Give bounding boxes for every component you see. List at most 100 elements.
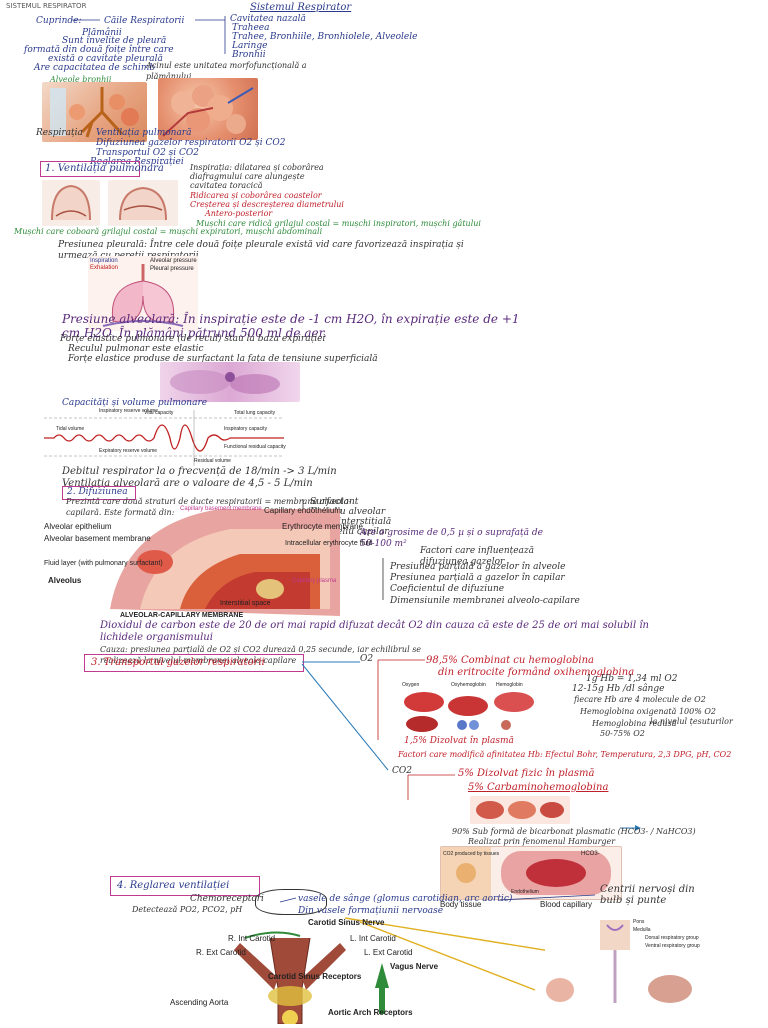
bronhii: Bronhii [232, 50, 266, 60]
ventilation-title: 1. Ventilația pulmonară [45, 163, 164, 174]
rbc-icon [404, 692, 534, 732]
muschi-insp: Mușchi care ridică grilajul costal = muș… [196, 219, 481, 228]
mem-interstitial: Interstitial space [220, 600, 271, 607]
aortic-arch-receptors: Aortic Arch Receptors [328, 1008, 413, 1017]
co2-line-3: Realizat prin fenomenul Hamburger [468, 837, 616, 846]
brainstem-icon [546, 920, 692, 1003]
lung-pressure-icon [102, 264, 184, 327]
bronchi-image [42, 82, 147, 142]
l-int-carotid: L. Int Carotid [350, 934, 396, 943]
alveolar-capillary-diagram: Alveolar epithelium Alveolar basement me… [44, 504, 373, 616]
carotid-diagram: Carotid Sinus Nerve R. Int Carotid L. In… [150, 918, 438, 1026]
mem-alveolus: Alveolus [48, 576, 82, 585]
resp-line-1: Ventilația pulmonară [96, 128, 192, 138]
spiro-irv: Inspiratory reserve volume [99, 408, 158, 414]
cai-respiratorii: Căile Respiratorii [104, 16, 185, 26]
chest-expiration-image [108, 180, 178, 226]
brainstem-diagram: Pons Medulla Dorsal respiratory group Ve… [545, 915, 705, 1005]
l-ext-carotid: L. Ext Carotid [364, 948, 413, 957]
layer-1: Epiteliu alveolar [310, 507, 386, 517]
rbc-hb: Hemoglobin [496, 682, 523, 688]
diag-label-exh: Exhalation [90, 265, 119, 271]
mem-alv-basement: Alveolar basement membrane [44, 534, 151, 543]
capillary-icon [441, 847, 611, 899]
trahee: Traheea [232, 23, 270, 33]
diffusion-intro: Prezintă care două straturi de ducte res… [66, 497, 352, 517]
chest-inspiration-image [42, 180, 100, 226]
factors-title: Factori care influențează difuziunea gaz… [420, 546, 535, 567]
r-int-carotid: R. Int Carotid [228, 934, 276, 943]
ascending-aorta: Ascending Aorta [170, 998, 229, 1007]
diffusion-time-note: Cauza: presiunea parțială de O2 și CO2 d… [100, 645, 422, 665]
resp-line-3: Transportul O2 și CO2 [96, 148, 200, 158]
spiro-vc: Vital capacity [144, 410, 174, 416]
carotid-sinus-receptors: Carotid Sinus Receptors [268, 972, 362, 981]
tissue-hco3: HCO3- [581, 851, 600, 857]
alveole-bronhii: Alveole bronhii [50, 75, 112, 84]
factor-2: Coeficientul de difuziune [390, 584, 505, 594]
alveoli-cluster-icon [162, 85, 254, 137]
vagus-nerve: Vagus Nerve [390, 962, 439, 971]
resp-line-4: Reglarea Respirației [90, 157, 184, 167]
header-title: SISTEMUL RESPIRATOR [6, 2, 87, 10]
reg-centers: Centrii nervoși din bulb și punte [600, 884, 695, 906]
diag-label-insp: Inspiration [90, 258, 118, 264]
forces-2: Forțe elastice produse de surfactant la … [68, 354, 378, 364]
vessels-oval [255, 889, 327, 915]
spiro-rv: Residual volume [194, 458, 231, 464]
vent-right-1: diafragmului care alungește [190, 172, 305, 181]
spirogram-wave-icon [44, 410, 284, 466]
membrane-icon [110, 509, 340, 616]
rbc-oxygen: Oxygen [402, 682, 420, 688]
hb-2: fiecare Hb are 4 molecule de O2 [574, 695, 706, 704]
mem-cap-basement: Capillary basement membrane [180, 506, 262, 512]
vent-right-4: Creșterea și descreșterea diametrului [190, 200, 344, 209]
diag-label-alv: Alveolar pressure [150, 258, 197, 264]
brain-vrg: Ventral respiratory group [645, 943, 700, 949]
layer-0: Surfactant [310, 497, 359, 507]
pleural-pressure-diagram: Inspiration Exhalation Alveolar pressure… [88, 256, 198, 331]
hb-affinity: Factori care modifică afinitatea Hb: Efe… [398, 750, 732, 759]
trahee-bronhii: Trahee, Bronhiile, Bronhiolele, Alveolel… [232, 32, 418, 42]
acin-note: Acinul este unitatea morfofuncțională a … [146, 61, 307, 81]
hb-1: 12-15g Hb /dl sânge [572, 684, 665, 694]
carotid-sinus-nerve: Carotid Sinus Nerve [308, 918, 385, 927]
pleura-line: Sunt învelite de pleură [62, 36, 167, 46]
o2-line-2: 1,5% Dizolvat în plasmă [404, 736, 514, 746]
mem-intracell: Intracellular erythrocyte fluid [285, 540, 373, 547]
alveoli-image [158, 78, 258, 140]
co2-label: CO2 [392, 766, 412, 776]
r-ext-carotid: R. Ext Carotid [196, 948, 246, 957]
hb-0: 1g Hb = 1,34 ml O2 [586, 674, 678, 684]
o2-label: O2 [360, 654, 374, 664]
tissue-co2: CO2 produced by tissues [443, 851, 500, 857]
spiro-ic: Inspiratory capacity [224, 426, 268, 432]
muschi-exp: Mușchi care coboară grilajul costal = mu… [14, 227, 323, 236]
spiro-tlc: Total lung capacity [234, 410, 276, 416]
membrane-caption: ALVEOLAR-CAPILLARY MEMBRANE [120, 612, 244, 619]
resp-line-2: Difuziunea gazelor respiratorii O2 și CO… [96, 138, 286, 148]
vent-right-5: Antero-posterior [205, 209, 273, 218]
brain-drg: Dorsal respiratory group [645, 935, 699, 941]
hb-3: Hemoglobina oxigenată 100% O2 [580, 707, 717, 716]
layer-3: Endoteliu capilar [310, 527, 389, 537]
rbc-oxyhb: Oxyhemoglobin [451, 682, 486, 688]
debit-line: Debitul respirator la o frecvență de 18/… [62, 466, 337, 477]
capacity-title: Capacități și volume pulmonare [62, 398, 208, 408]
chemoreceptors: Chemoreceptori [190, 894, 264, 904]
brain-pons: Pons [633, 919, 645, 925]
tissue-endo: Endothelium [511, 889, 539, 895]
carbamino-image [470, 796, 570, 824]
o2-line-0: 98,5% Combinat cu hemoglobina [426, 655, 595, 666]
transport-title-box: 3. Transportul gazelor respiratorii [84, 654, 304, 672]
transport-title: 3. Transportul gazelor respiratorii [91, 657, 265, 668]
mem-cap-plasma: Capillary plasma [292, 578, 337, 584]
factor-0: Presiunea parțială a gazelor în alveole [390, 562, 566, 572]
ribcage-icon [51, 184, 91, 221]
layer-2: Lamă interstițială [310, 517, 392, 527]
carotid-artery-icon [234, 931, 389, 1026]
structure-brace [72, 16, 226, 54]
rbc-image: Oxygen Oxyhemoglobin Hemoglobin [396, 680, 546, 736]
